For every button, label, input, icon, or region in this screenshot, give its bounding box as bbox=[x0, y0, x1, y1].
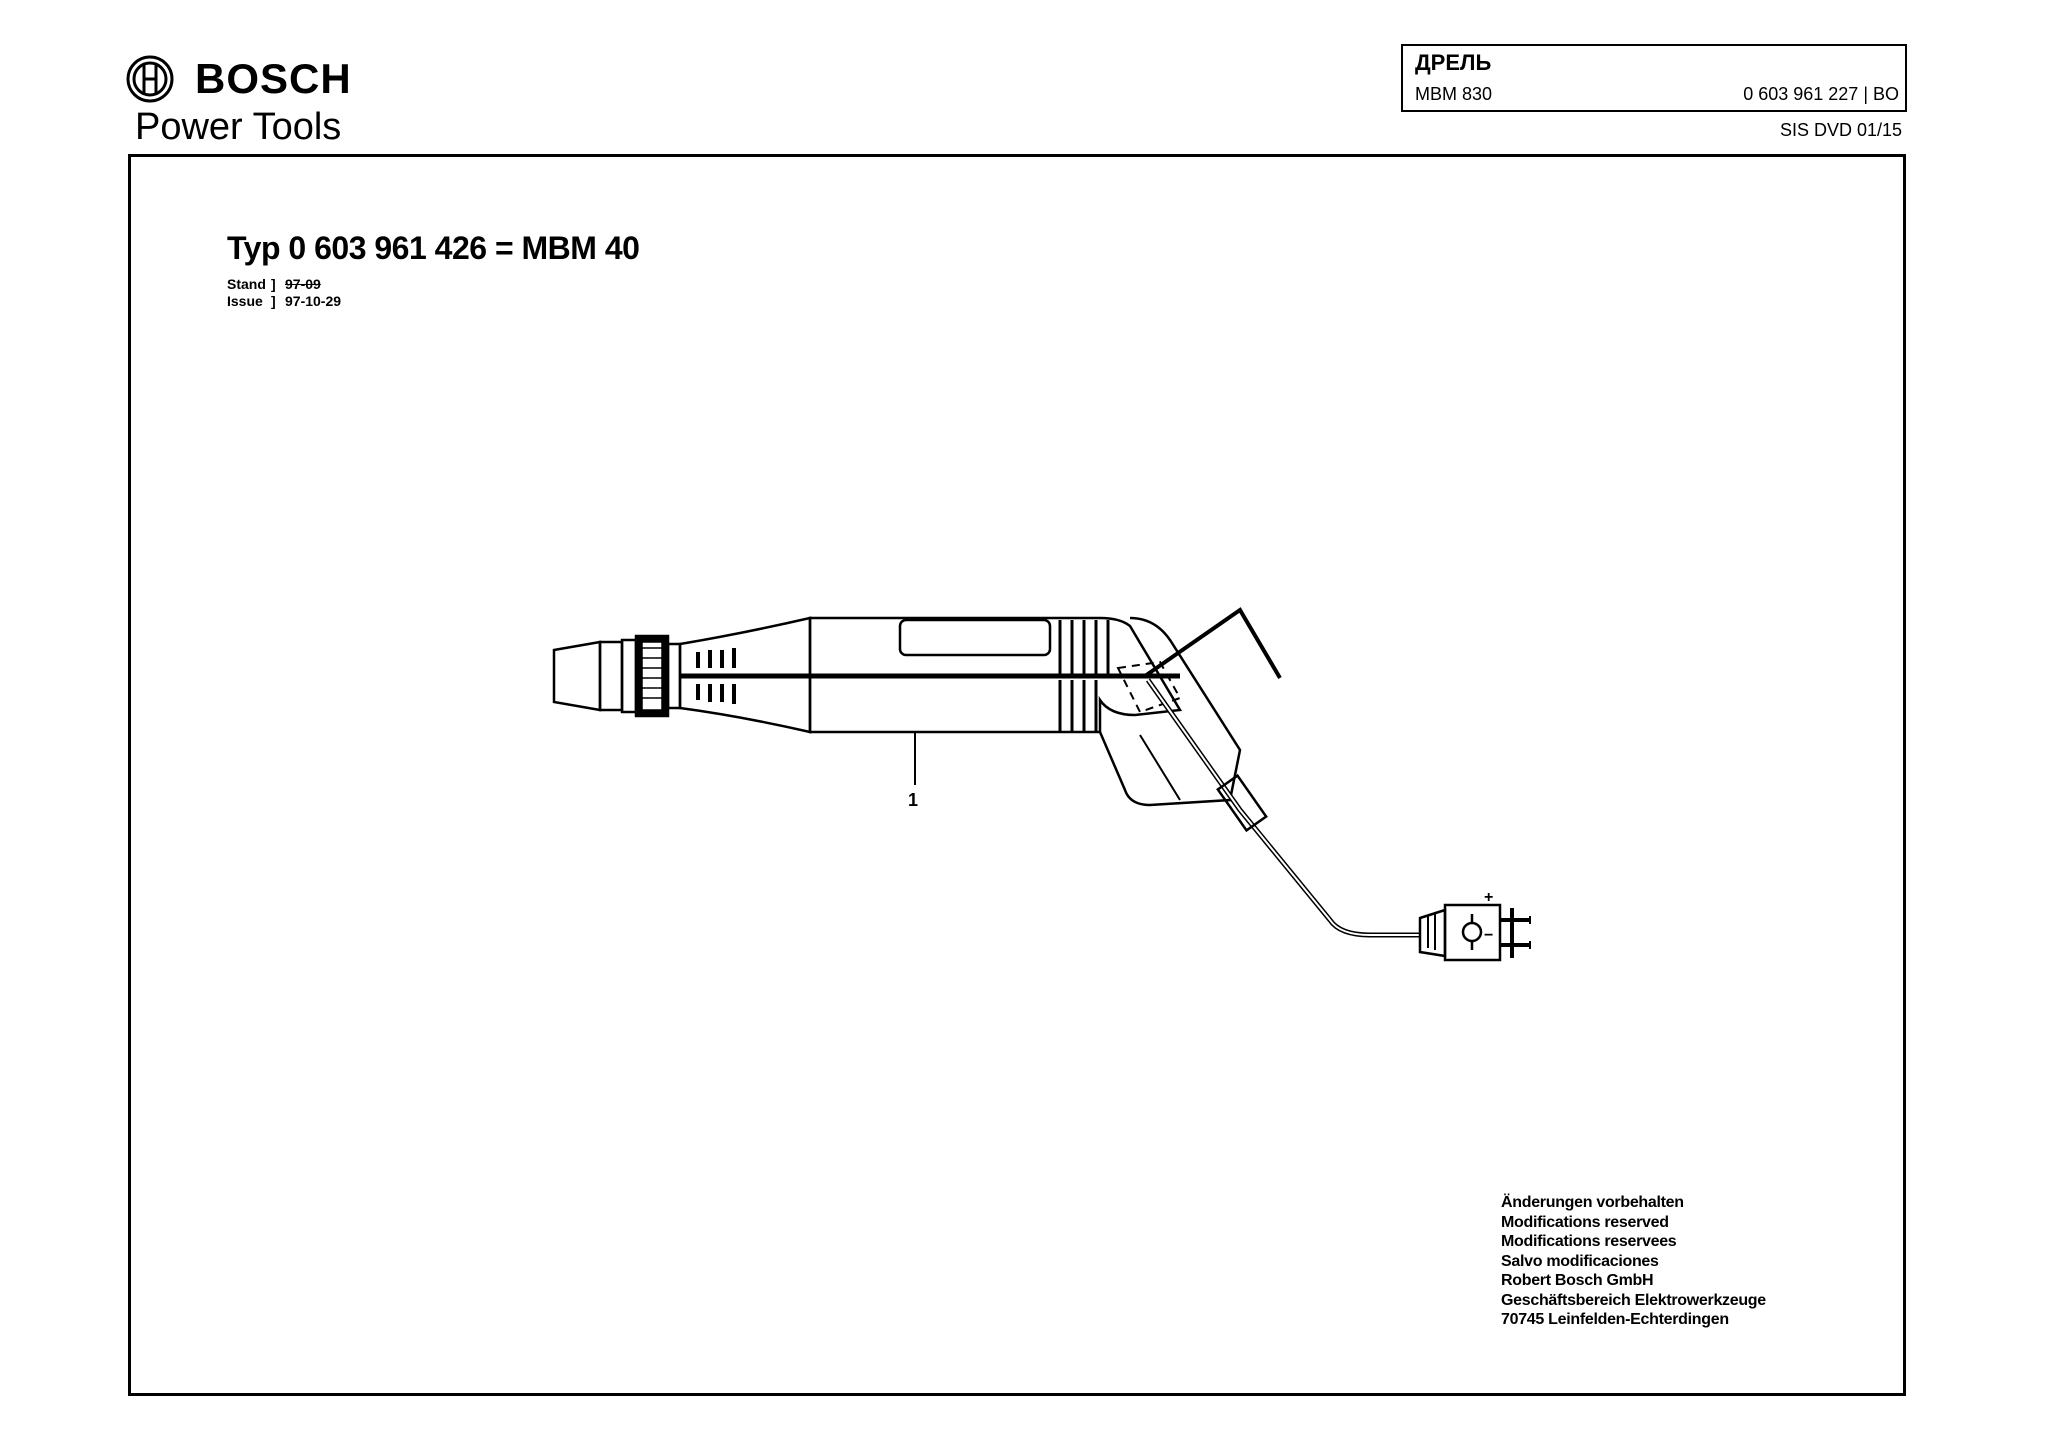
edition-label: SIS DVD 01/15 bbox=[1779, 120, 1902, 140]
plug-body bbox=[1443, 903, 1502, 962]
stand-value: 97-09 bbox=[285, 276, 321, 292]
brand-tagline: Power Tools bbox=[135, 106, 342, 148]
notice-line: Modifications reservees bbox=[1501, 1233, 1677, 1250]
part-number: 0 603 961 227 | BO bbox=[1743, 84, 1899, 104]
hanging-bracket bbox=[1143, 607, 1282, 680]
handle-inner bbox=[1139, 734, 1181, 801]
plug-minus-sign: − bbox=[1484, 927, 1493, 944]
type-heading: Typ 0 603 961 426 = MBM 40 bbox=[227, 230, 640, 266]
notice-line: Salvo modificaciones bbox=[1501, 1252, 1659, 1270]
bosch-armature-icon bbox=[126, 55, 174, 103]
chuck-knurl-gap bbox=[641, 641, 663, 711]
notice-line: Geschäftsbereich Elektrowerkzeuge bbox=[1501, 1291, 1766, 1309]
brand-name: BOSCH bbox=[195, 55, 352, 102]
stand-label: Stand bbox=[227, 276, 266, 292]
issue-label: Issue bbox=[227, 293, 263, 309]
notice-line: Änderungen vorbehalten bbox=[1501, 1194, 1684, 1211]
chuck-collar bbox=[620, 638, 638, 714]
cord-strain-relief bbox=[1216, 773, 1268, 833]
stand-row: Stand ] 97-09 bbox=[227, 276, 321, 292]
issue-value: 97-10-29 bbox=[285, 293, 342, 309]
issue-row: Issue ] 97-10-29 bbox=[227, 293, 342, 309]
model-name: MBM 830 bbox=[1415, 84, 1493, 104]
bosch-logo: BOSCH Power Tools bbox=[125, 52, 375, 152]
revision-info: Stand ] 97-09 Issue ] 97-10-29 bbox=[227, 276, 341, 310]
notice-line: Robert Bosch GmbH bbox=[1501, 1272, 1654, 1289]
plug-sleeve bbox=[1418, 908, 1447, 958]
callout-number: 1 bbox=[908, 790, 918, 810]
document-title: ДРЕЛЬ bbox=[1415, 50, 1492, 75]
modifications-notice: Änderungen vorbehalten Modifications res… bbox=[1501, 1193, 1766, 1330]
plug-pins bbox=[1500, 908, 1530, 958]
power-cord bbox=[1145, 678, 1420, 938]
chuck bbox=[552, 640, 602, 712]
drill-drawing: 1 + − bbox=[552, 607, 1531, 962]
switch-slot bbox=[898, 618, 1052, 657]
drawing-frame bbox=[128, 154, 1906, 1396]
motor-body bbox=[808, 616, 1183, 734]
title-block: ДРЕЛЬ MBM 830 0 603 961 227 | BO bbox=[1401, 44, 1907, 112]
notice-line: Modifications reserved bbox=[1501, 1213, 1669, 1231]
plug-plus-sign: + bbox=[1484, 889, 1493, 906]
notice-line: 70745 Leinfelden-Echterdingen bbox=[1501, 1311, 1729, 1328]
chuck-collar bbox=[598, 640, 624, 712]
